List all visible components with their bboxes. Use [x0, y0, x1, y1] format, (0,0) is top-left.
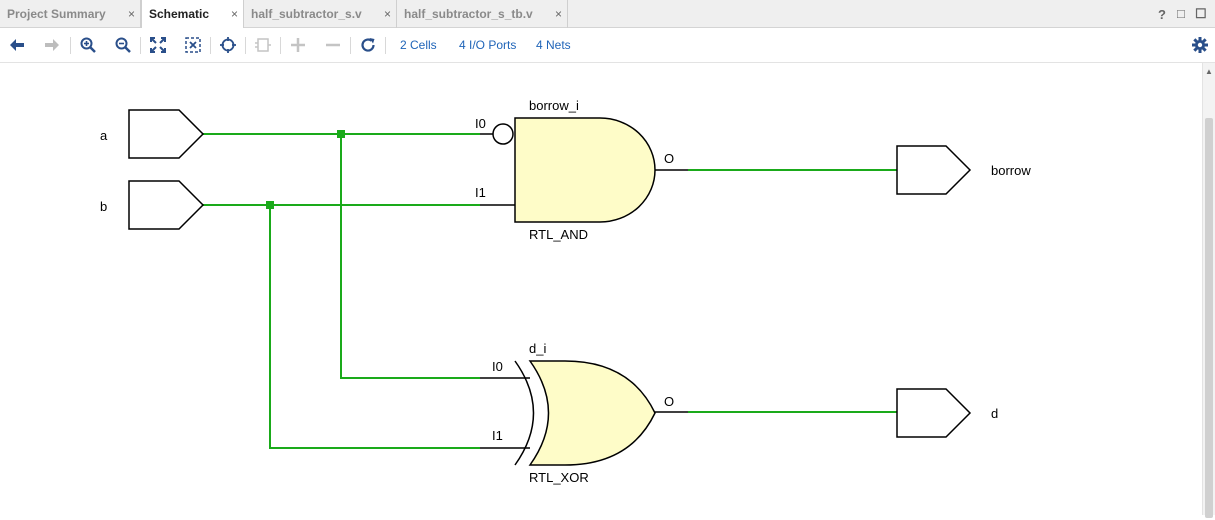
- tab-half-subtractor-s-v[interactable]: half_subtractor_s.v ×: [244, 0, 397, 28]
- net-junction: [337, 130, 345, 138]
- expand-plus-icon[interactable]: [289, 36, 307, 54]
- inversion-bubble: [492, 123, 514, 145]
- schematic-diagram: a b borrow_i RTL_AND I0 I1 O d_i RTL_XOR…: [100, 98, 1031, 485]
- and-type-label: RTL_AND: [529, 227, 588, 242]
- toolbar-separator: [210, 37, 211, 54]
- tab-half-subtractor-s-tb-v[interactable]: half_subtractor_s_tb.v ×: [397, 0, 568, 28]
- schematic-toolbar: 2 Cells 4 I/O Ports 4 Nets: [0, 28, 1215, 63]
- zoom-fit-icon[interactable]: [149, 36, 167, 54]
- port-label-a: a: [100, 128, 108, 143]
- toolbar-separator: [385, 37, 386, 54]
- and-pin-i0-label: I0: [475, 116, 486, 131]
- cells-count-link[interactable]: 2 Cells: [400, 38, 437, 52]
- and-gate[interactable]: [480, 117, 688, 223]
- toolbar-separator: [245, 37, 246, 54]
- xor-pin-i1-label: I1: [492, 428, 503, 443]
- xor-pin-o-label: O: [664, 394, 674, 409]
- output-port-d[interactable]: [896, 388, 972, 438]
- maximize-icon[interactable]: ☐: [1195, 6, 1207, 21]
- and-instance-label: borrow_i: [529, 98, 579, 113]
- io-ports-count-link[interactable]: 4 I/O Ports: [459, 38, 517, 52]
- nets-count-link[interactable]: 4 Nets: [536, 38, 571, 52]
- tab-label: half_subtractor_s.v: [251, 7, 362, 21]
- net-b-to-xor[interactable]: [269, 205, 480, 449]
- and-pin-o-label: O: [664, 151, 674, 166]
- tab-label: Project Summary: [7, 7, 106, 21]
- toolbar-separator: [280, 37, 281, 54]
- toolbar-separator: [70, 37, 71, 54]
- toolbar-separator: [140, 37, 141, 54]
- tab-close-icon[interactable]: ×: [230, 7, 238, 21]
- auto-fit-icon[interactable]: [219, 36, 237, 54]
- net-junction: [266, 201, 274, 209]
- port-label-b: b: [100, 199, 107, 214]
- xor-gate-body: [528, 360, 656, 466]
- reload-icon[interactable]: [359, 36, 377, 54]
- tab-project-summary[interactable]: Project Summary ×: [0, 0, 141, 28]
- restore-icon[interactable]: □: [1177, 6, 1185, 21]
- and-pin-i1-label: I1: [475, 185, 486, 200]
- input-port-b[interactable]: [128, 180, 205, 230]
- tab-bar: Project Summary × Schematic × half_subtr…: [0, 0, 1215, 29]
- xor-instance-label: d_i: [529, 341, 546, 356]
- xor-type-label: RTL_XOR: [529, 470, 589, 485]
- net-a-to-xor[interactable]: [340, 134, 480, 379]
- toolbar-separator: [350, 37, 351, 54]
- zoom-out-icon[interactable]: [114, 36, 132, 54]
- xor-gate[interactable]: [480, 360, 688, 466]
- port-label-d: d: [991, 406, 998, 421]
- tab-close-icon[interactable]: ×: [383, 7, 391, 21]
- vertical-scrollbar[interactable]: ▲: [1202, 63, 1215, 518]
- tab-schematic[interactable]: Schematic ×: [141, 0, 244, 29]
- collapse-icon[interactable]: [254, 36, 272, 54]
- xor-pin-i0-label: I0: [492, 359, 503, 374]
- and-gate-body: [514, 117, 656, 223]
- input-port-a[interactable]: [128, 109, 205, 159]
- scroll-up-icon[interactable]: ▲: [1205, 67, 1213, 76]
- gear-icon[interactable]: [1191, 36, 1209, 54]
- collapse-minus-icon[interactable]: [324, 36, 342, 54]
- schematic-canvas[interactable]: a b borrow_i RTL_AND I0 I1 O d_i RTL_XOR…: [0, 63, 1202, 515]
- xor-extra-arc: [514, 360, 535, 466]
- zoom-in-icon[interactable]: [79, 36, 97, 54]
- help-icon[interactable]: ?: [1158, 7, 1166, 22]
- tab-label: Schematic: [149, 7, 210, 21]
- forward-icon[interactable]: [43, 36, 61, 54]
- tab-close-icon[interactable]: ×: [554, 7, 562, 21]
- scrollbar-thumb[interactable]: [1205, 118, 1213, 518]
- fit-selection-icon[interactable]: [184, 36, 202, 54]
- back-icon[interactable]: [8, 36, 26, 54]
- port-label-borrow: borrow: [991, 163, 1031, 178]
- output-port-borrow[interactable]: [896, 145, 972, 195]
- tab-close-icon[interactable]: ×: [127, 7, 135, 21]
- tab-label: half_subtractor_s_tb.v: [404, 7, 533, 21]
